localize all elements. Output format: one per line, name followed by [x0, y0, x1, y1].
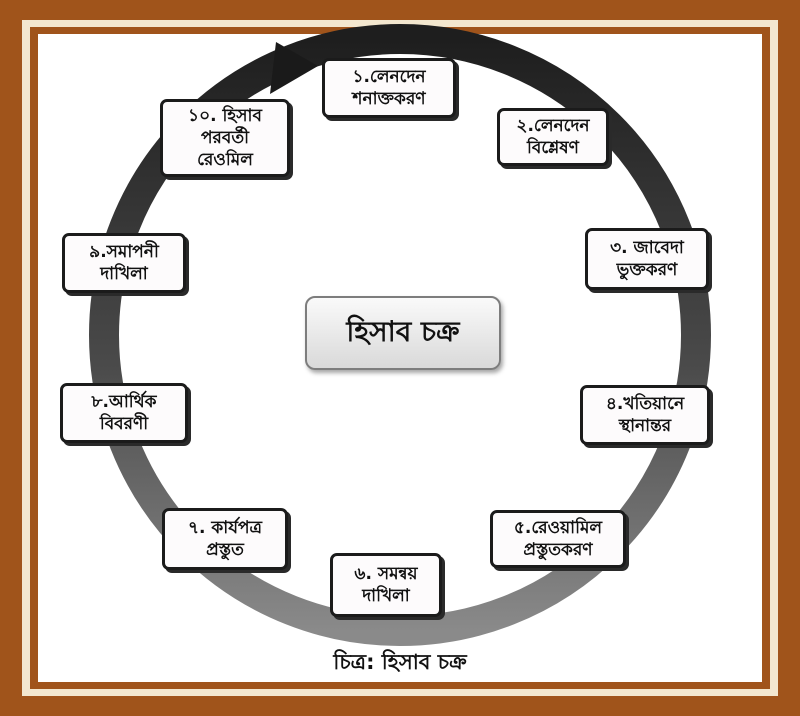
step-6-box: ৬. সমন্বয় দাখিলা [330, 553, 442, 617]
center-title-box: হিসাব চক্র [305, 296, 501, 370]
figure-caption: চিত্র: হিসাব চক্র [333, 650, 467, 674]
step-10-box: ১০. হিসাব পরবর্তী রেওমিল [160, 99, 290, 177]
step-2-box: ২.লেনদেন বিশ্লেষণ [497, 108, 609, 166]
step-3-box: ৩. জাবেদা ভুক্তকরণ [585, 228, 709, 290]
cycle-ring-track [89, 24, 711, 646]
step-1-box: ১.লেনদেন শনাক্তকরণ [322, 58, 456, 118]
step-7-box: ৭. কার্যপত্র প্রস্তুত [162, 508, 288, 570]
center-title: হিসাব চক্র [346, 314, 460, 348]
step-4-box: ৪.খতিয়ানে স্থানান্তর [580, 385, 710, 445]
step-9-box: ৯.সমাপনী দাখিলা [62, 233, 186, 293]
step-5-box: ৫.রেওয়ামিল প্রস্তুতকরণ [490, 510, 626, 568]
cycle-arrowhead [270, 42, 318, 94]
step-8-box: ৮.আর্থিক বিবরণী [60, 383, 188, 443]
